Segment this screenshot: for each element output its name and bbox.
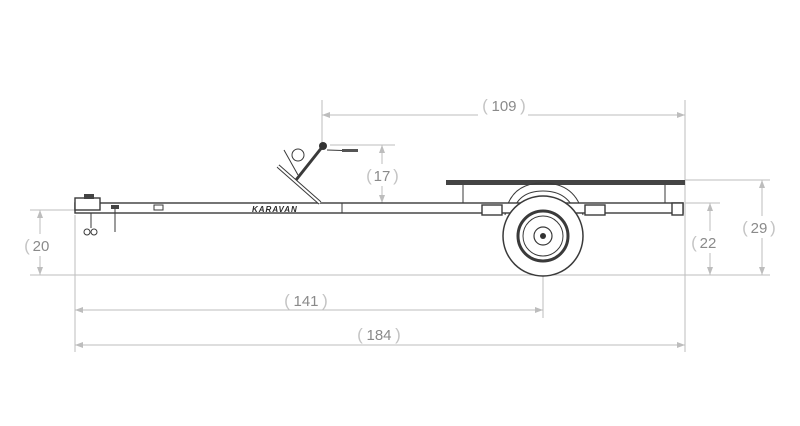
dimension-label: 141	[293, 293, 318, 310]
dimension-label: 22	[700, 235, 717, 252]
svg-text:(: (	[284, 291, 290, 310]
dimension-29: () 29	[740, 180, 784, 275]
trailer: KARAVAN	[74, 142, 685, 277]
svg-text:): )	[393, 166, 399, 185]
svg-text:(: (	[357, 325, 363, 344]
extension-lines	[30, 100, 770, 352]
wheel	[502, 195, 584, 277]
dimension-20: ( 20	[22, 210, 58, 275]
winch-spool	[291, 148, 305, 162]
dimension-184: () 184	[75, 325, 685, 348]
dimension-109: () 109	[322, 96, 685, 118]
dimension-label: 20	[33, 238, 50, 255]
dimension-label: 17	[374, 168, 391, 185]
dimension-label: 109	[491, 98, 516, 115]
svg-text:): )	[322, 291, 328, 310]
dimension-17: () 17	[364, 145, 400, 203]
svg-text:): )	[520, 96, 526, 115]
svg-text:(: (	[482, 96, 488, 115]
dimension-22: ( 22	[690, 203, 726, 275]
svg-text:(: (	[366, 166, 372, 185]
coupler	[74, 194, 119, 236]
svg-text:(: (	[24, 236, 30, 255]
svg-text:(: (	[691, 233, 697, 252]
svg-text:): )	[395, 325, 401, 344]
svg-text:): )	[770, 218, 776, 237]
dimension-label: 184	[366, 327, 391, 344]
fender	[504, 182, 584, 216]
brand-logo: KARAVAN	[252, 205, 298, 214]
dimension-141: () 141	[75, 291, 543, 313]
svg-text:(: (	[742, 218, 748, 237]
dimension-label: 29	[751, 220, 768, 237]
winch-stand	[276, 142, 359, 205]
bunk-board	[446, 180, 685, 185]
